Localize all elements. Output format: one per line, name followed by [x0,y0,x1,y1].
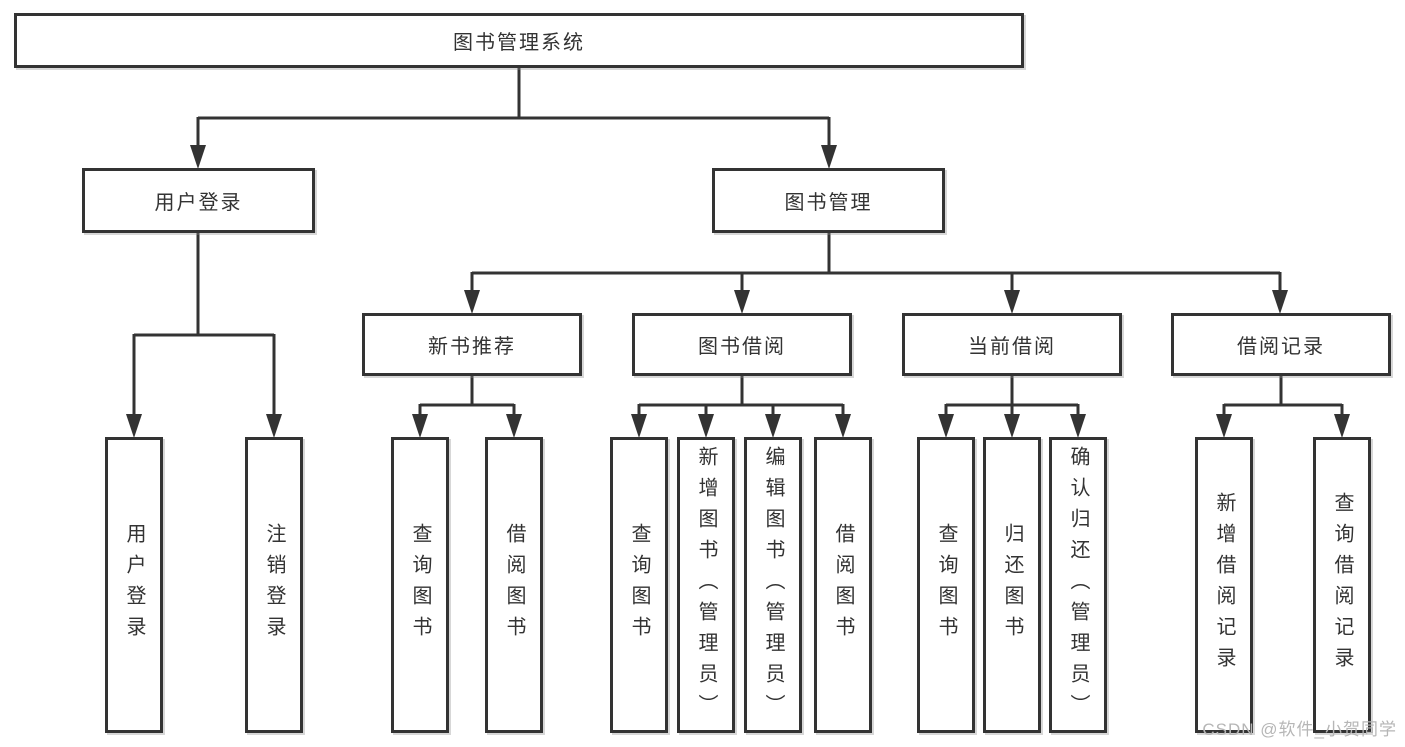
node-book-borrow-label: 图书借阅 [698,336,786,358]
node-root: 图书管理系统 [14,13,1024,68]
node-book-management: 图书管理 [712,168,945,233]
node-user-login-label: 用户登录 [154,192,243,214]
leaf-borrow-books-recommend: 借阅图书 [485,437,543,733]
leaf-add-borrow-record: 新增借阅记录 [1195,437,1253,733]
leaf-user-login-label: 用户登录 [123,523,145,647]
node-book-borrow: 图书借阅 [632,313,852,376]
leaf-query-books-current-label: 查询图书 [935,523,957,647]
csdn-watermark: CSDN @软件_小贺同学 [1202,720,1397,739]
leaf-logout-label: 注销登录 [263,523,285,647]
leaf-return-books-label: 归还图书 [1001,523,1023,647]
leaf-borrow-books: 借阅图书 [814,437,872,733]
leaf-logout: 注销登录 [245,437,303,733]
leaf-return-books: 归还图书 [983,437,1041,733]
node-new-book-recommend: 新书推荐 [362,313,582,376]
node-borrow-records-label: 借阅记录 [1237,336,1325,358]
node-new-book-recommend-label: 新书推荐 [428,336,516,358]
leaf-edit-books-admin: 编辑图书（管理员） [744,437,802,733]
leaf-query-borrow-record-label: 查询借阅记录 [1331,492,1353,678]
node-user-login: 用户登录 [82,168,315,233]
leaf-query-books-recommend-label: 查询图书 [409,523,431,647]
leaf-add-borrow-record-label: 新增借阅记录 [1213,492,1235,678]
leaf-query-borrow-record: 查询借阅记录 [1313,437,1371,733]
node-root-label: 图书管理系统 [453,32,585,54]
leaf-add-books-admin: 新增图书（管理员） [677,437,735,733]
leaf-edit-books-admin-label: 编辑图书（管理员） [762,445,784,725]
leaf-query-books-borrow-label: 查询图书 [628,523,650,647]
leaf-user-login: 用户登录 [105,437,163,733]
leaf-confirm-return-admin-label: 确认归还（管理员） [1067,445,1089,725]
leaf-borrow-books-label: 借阅图书 [832,523,854,647]
leaf-confirm-return-admin: 确认归还（管理员） [1049,437,1107,733]
node-borrow-records: 借阅记录 [1171,313,1391,376]
leaf-query-books-borrow: 查询图书 [610,437,668,733]
node-current-borrow-label: 当前借阅 [968,336,1056,358]
leaf-query-books-current: 查询图书 [917,437,975,733]
leaf-borrow-books-recommend-label: 借阅图书 [503,523,525,647]
leaf-query-books-recommend: 查询图书 [391,437,449,733]
node-book-management-label: 图书管理 [784,192,873,214]
node-current-borrow: 当前借阅 [902,313,1122,376]
leaf-add-books-admin-label: 新增图书（管理员） [695,445,717,725]
